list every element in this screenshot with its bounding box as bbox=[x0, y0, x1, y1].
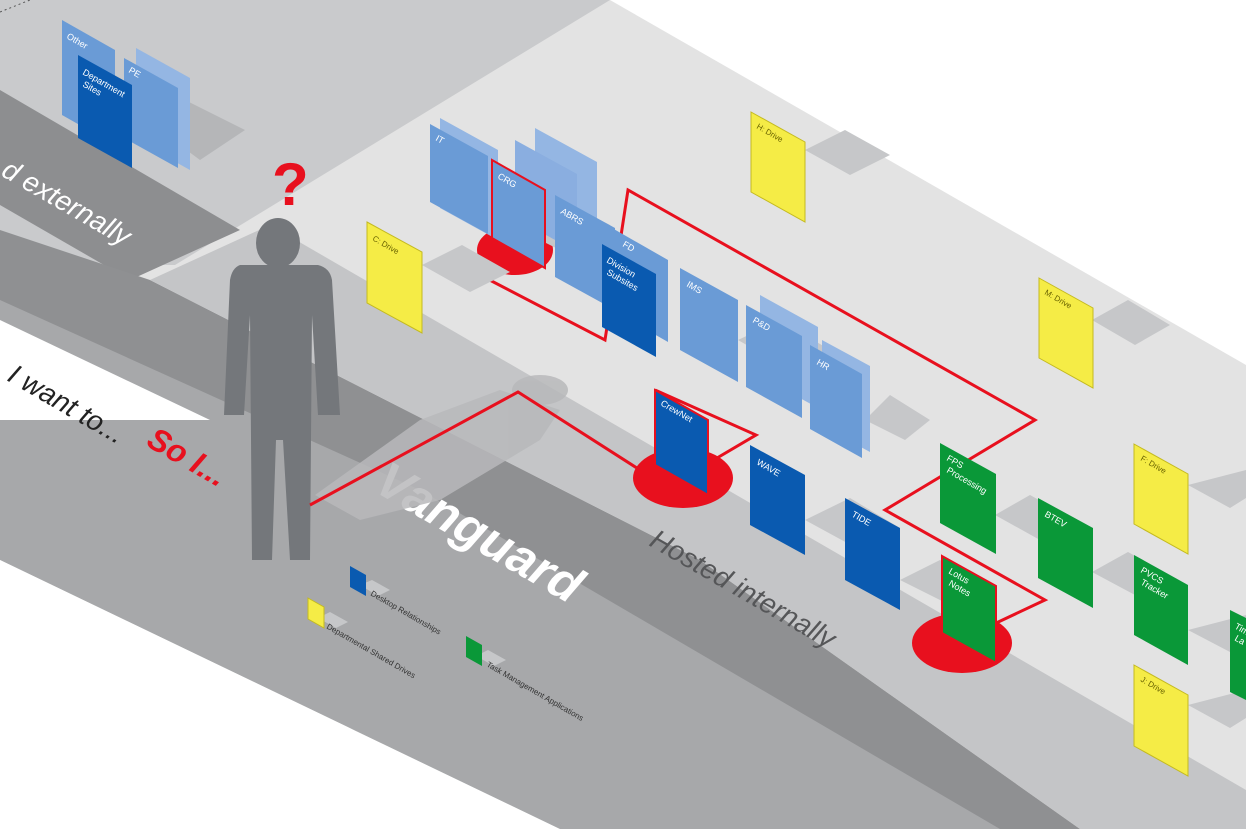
tim-label-2: La bbox=[1233, 633, 1246, 647]
card-shadow bbox=[1188, 690, 1246, 728]
wave-card bbox=[750, 445, 805, 555]
legend-drives-shadow bbox=[318, 612, 348, 628]
tim-card bbox=[1230, 610, 1246, 700]
abrs-card bbox=[555, 195, 615, 310]
it-card bbox=[430, 124, 488, 234]
btev-card bbox=[1038, 498, 1093, 608]
pvcs-card bbox=[1134, 555, 1188, 665]
crg-card bbox=[491, 158, 546, 270]
white-foreground bbox=[0, 560, 560, 829]
legend-desktop-shadow bbox=[360, 580, 390, 596]
external-cards: Other PE Department Sites bbox=[62, 20, 245, 170]
ims-card bbox=[680, 268, 738, 382]
legend-task-shadow bbox=[476, 650, 506, 666]
lotus-card bbox=[941, 554, 997, 665]
question-mark: ? bbox=[272, 151, 309, 218]
card-shadow bbox=[422, 245, 510, 292]
pe-card bbox=[124, 58, 178, 168]
internal-band bbox=[150, 225, 1246, 829]
hr-card bbox=[810, 345, 862, 458]
legend-task-swatch bbox=[466, 636, 482, 666]
division-subsites-card bbox=[602, 244, 656, 357]
card-shadow bbox=[865, 395, 930, 440]
card-shadow bbox=[1188, 470, 1246, 508]
desktop-cards: IT CRG ABRS FD Division Subsites IMS P&D… bbox=[430, 118, 990, 610]
vanguard-band-light bbox=[0, 300, 1000, 829]
person-figure bbox=[224, 218, 340, 560]
white-edge-left bbox=[0, 320, 210, 420]
m-drive-card bbox=[1038, 277, 1094, 389]
task-cards: FPS Processing BTEV Lotus Notes PVCS Tra… bbox=[940, 443, 1246, 700]
external-band-dark bbox=[0, 90, 240, 280]
j-drive-card bbox=[1133, 664, 1189, 777]
pd-card bbox=[746, 305, 802, 418]
h-drive-card bbox=[750, 111, 806, 223]
c-drive-card bbox=[366, 221, 423, 334]
fps-card bbox=[940, 443, 996, 554]
card-shadow bbox=[1092, 300, 1170, 345]
tide-card bbox=[845, 498, 900, 610]
crewnet-card bbox=[654, 388, 709, 497]
legend-drives-swatch bbox=[307, 597, 325, 629]
department-sites-card bbox=[78, 55, 132, 168]
card-shadow bbox=[805, 130, 890, 175]
f-drive-card bbox=[1133, 443, 1189, 555]
dotted-boundary bbox=[0, 0, 31, 13]
drive-cards: C: Drive H: Drive M: Drive F: Drive J: D… bbox=[366, 111, 1246, 777]
legend-desktop-swatch bbox=[350, 566, 366, 596]
